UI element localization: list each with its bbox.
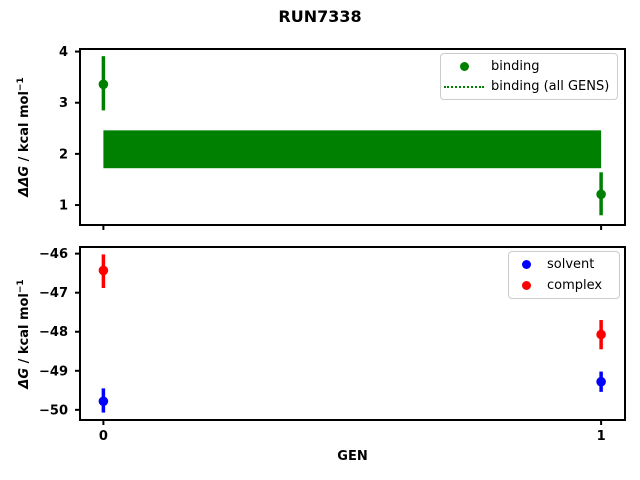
dotted-line-icon	[444, 85, 484, 88]
data-point-binding	[596, 189, 606, 200]
legend-label-binding: binding	[491, 58, 540, 74]
figure-title: RUN7338	[278, 7, 362, 26]
y-tick-label: −46	[39, 247, 68, 262]
y-tick-label: 1	[59, 199, 68, 214]
axes-frame	[79, 246, 626, 421]
solvent-dot-icon	[521, 260, 531, 269]
legend-dg: solvent complex	[508, 251, 620, 299]
legend-marker-cell	[441, 85, 487, 88]
y-tick-label: −48	[39, 325, 68, 340]
legend-binding: binding binding (all GENS)	[440, 53, 618, 100]
legend-label-solvent: solvent	[547, 257, 595, 272]
y-axis-label-ddg-sup: −1	[15, 77, 26, 92]
legend-row-complex: complex	[509, 275, 619, 296]
legend-label-binding-all-gens: binding (all GENS)	[491, 79, 610, 95]
y-axis-label-ddg: ΔΔG / kcal mol−1	[16, 77, 32, 196]
y-tick-label: 2	[59, 147, 68, 162]
y-axis-label-dg-sup: −1	[15, 279, 26, 294]
data-point-complex	[98, 265, 109, 276]
y-axis-label-dg-math: ΔG	[17, 367, 33, 389]
y-axis-label-ddg-units: / kcal mol	[17, 91, 33, 166]
y-axis-label-dg: ΔG / kcal mol−1	[16, 279, 32, 388]
x-tick-label: 0	[99, 429, 108, 444]
y-tick-label: −47	[39, 286, 68, 301]
data-point-complex	[596, 329, 606, 340]
legend-marker-cell	[441, 61, 487, 71]
legend-row-binding: binding	[441, 56, 617, 77]
legend-marker-cell	[509, 281, 543, 290]
x-axis-label: GEN	[337, 449, 368, 464]
y-tick-label: 4	[59, 45, 68, 60]
y-tick-label: 3	[59, 96, 68, 111]
band-binding-all-GENS-	[103, 130, 602, 169]
complex-dot-icon	[521, 281, 531, 290]
data-point-binding	[98, 79, 109, 90]
data-point-solvent	[596, 376, 606, 387]
legend-row-solvent: solvent	[509, 254, 619, 275]
legend-marker-cell	[509, 260, 543, 269]
y-axis-label-dg-units: / kcal mol	[17, 293, 33, 368]
binding-dot-icon	[459, 61, 469, 71]
axes-frame	[79, 48, 626, 226]
y-tick-label: −49	[39, 364, 68, 379]
y-axis-label-ddg-math: ΔΔG	[17, 165, 33, 197]
x-tick-label: 1	[597, 429, 606, 444]
legend-row-binding-all-gens: binding (all GENS)	[441, 77, 617, 98]
legend-label-complex: complex	[547, 278, 603, 293]
data-point-solvent	[98, 396, 109, 407]
y-tick-label: −50	[39, 403, 68, 418]
